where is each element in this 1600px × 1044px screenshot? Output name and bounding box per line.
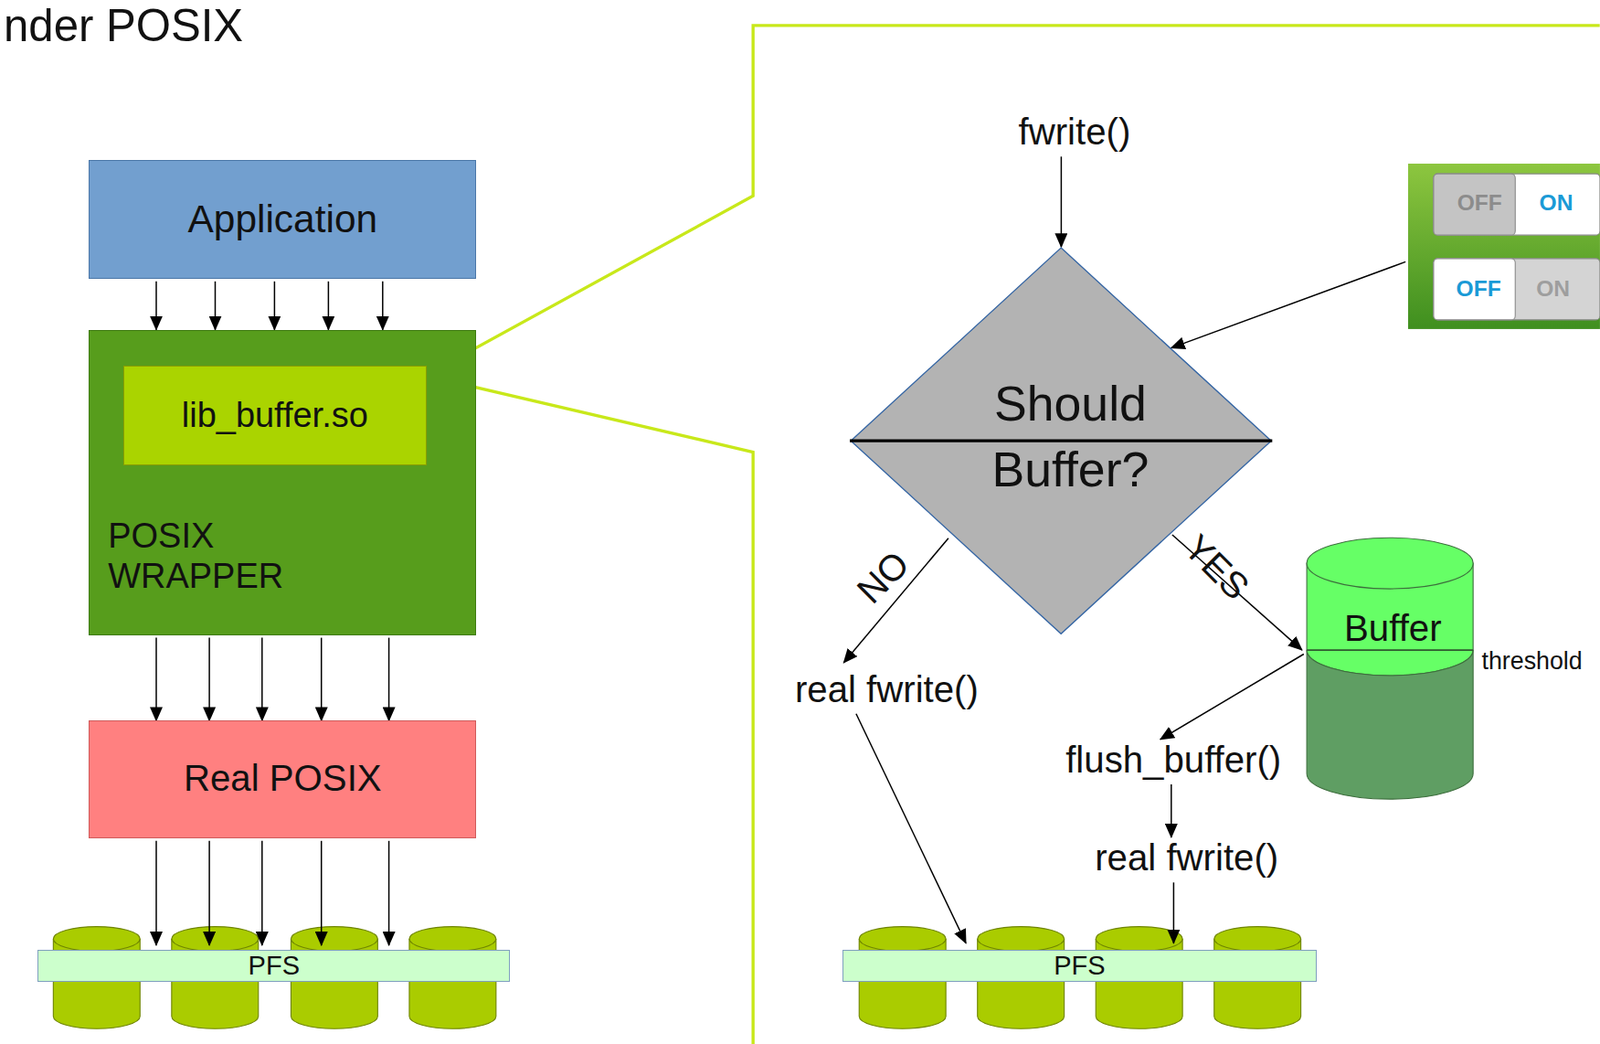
node-label: real fwrite(): [1094, 837, 1279, 880]
flow-arrow: [1173, 881, 1176, 944]
flow-arrow: [1171, 261, 1407, 348]
flow-arrow: [1160, 654, 1304, 740]
node-label: lib_buffer.so: [181, 395, 369, 436]
flow-arrow: [261, 637, 264, 721]
node-label: flush_buffer(): [1065, 739, 1282, 782]
storage-band: PFS: [37, 949, 510, 983]
node-label: PFS: [248, 950, 300, 981]
flow-arrow: [155, 840, 158, 945]
node-label: ON: [1539, 190, 1574, 216]
toggle-switch: OFF ON OFF ON: [1408, 163, 1600, 329]
node-label: OFF: [1456, 275, 1502, 302]
flow-arrow: [1170, 784, 1173, 838]
page-title: nder POSIX: [3, 0, 244, 53]
flow-arrow: [208, 637, 211, 721]
function-call: real fwrite(): [1092, 837, 1281, 880]
buffer-cylinder: Buffer: [1305, 535, 1474, 801]
threshold-label: threshold: [1481, 646, 1582, 676]
flow-arrow: [1060, 156, 1063, 247]
node-label: Buffer?: [992, 441, 1150, 499]
process-box: Real POSIX: [88, 720, 477, 838]
library-box: lib_buffer.so: [123, 365, 427, 466]
flow-arrow: [155, 637, 158, 721]
node-label: POSIX WRAPPER: [107, 516, 343, 596]
flow-arrow: [381, 281, 384, 330]
function-call: real fwrite(): [793, 668, 981, 711]
flow-arrow: [320, 637, 323, 721]
flow-arrow: [155, 281, 158, 330]
node-label: Application: [188, 197, 379, 243]
branch-label: YES: [1175, 526, 1258, 609]
node-label: Real POSIX: [183, 757, 382, 800]
flow-arrow: [843, 538, 949, 663]
flow-arrow: [274, 281, 276, 330]
function-call: flush_buffer(): [1063, 739, 1283, 782]
node-label: PFS: [1053, 950, 1105, 981]
node-label: ON: [1536, 275, 1570, 302]
flow-arrow: [320, 840, 323, 945]
storage-band: PFS: [842, 949, 1316, 983]
flow-arrow: [856, 713, 966, 944]
function-call: fwrite(): [1017, 111, 1134, 154]
flow-arrow: [388, 840, 391, 945]
process-box: Application: [88, 159, 477, 279]
flow-arrow: [388, 637, 391, 721]
callout-frame: [425, 25, 1600, 1044]
wrapper-box: POSIX WRAPPER lib_buffer.so: [88, 329, 477, 636]
node-label: fwrite(): [1018, 111, 1132, 154]
toggle-switch-shape: [1408, 163, 1600, 329]
flow-arrow: [208, 840, 211, 945]
flow-arrow: [261, 840, 264, 945]
flow-arrow: [214, 281, 217, 330]
node-label: Buffer: [1344, 607, 1442, 650]
node-label: Should: [994, 375, 1147, 433]
node-label: real fwrite(): [794, 668, 979, 711]
branch-label: NO: [848, 542, 918, 612]
buffer-cylinder-shape: [1305, 535, 1474, 801]
node-label: OFF: [1457, 190, 1503, 216]
flow-arrow: [328, 281, 330, 330]
